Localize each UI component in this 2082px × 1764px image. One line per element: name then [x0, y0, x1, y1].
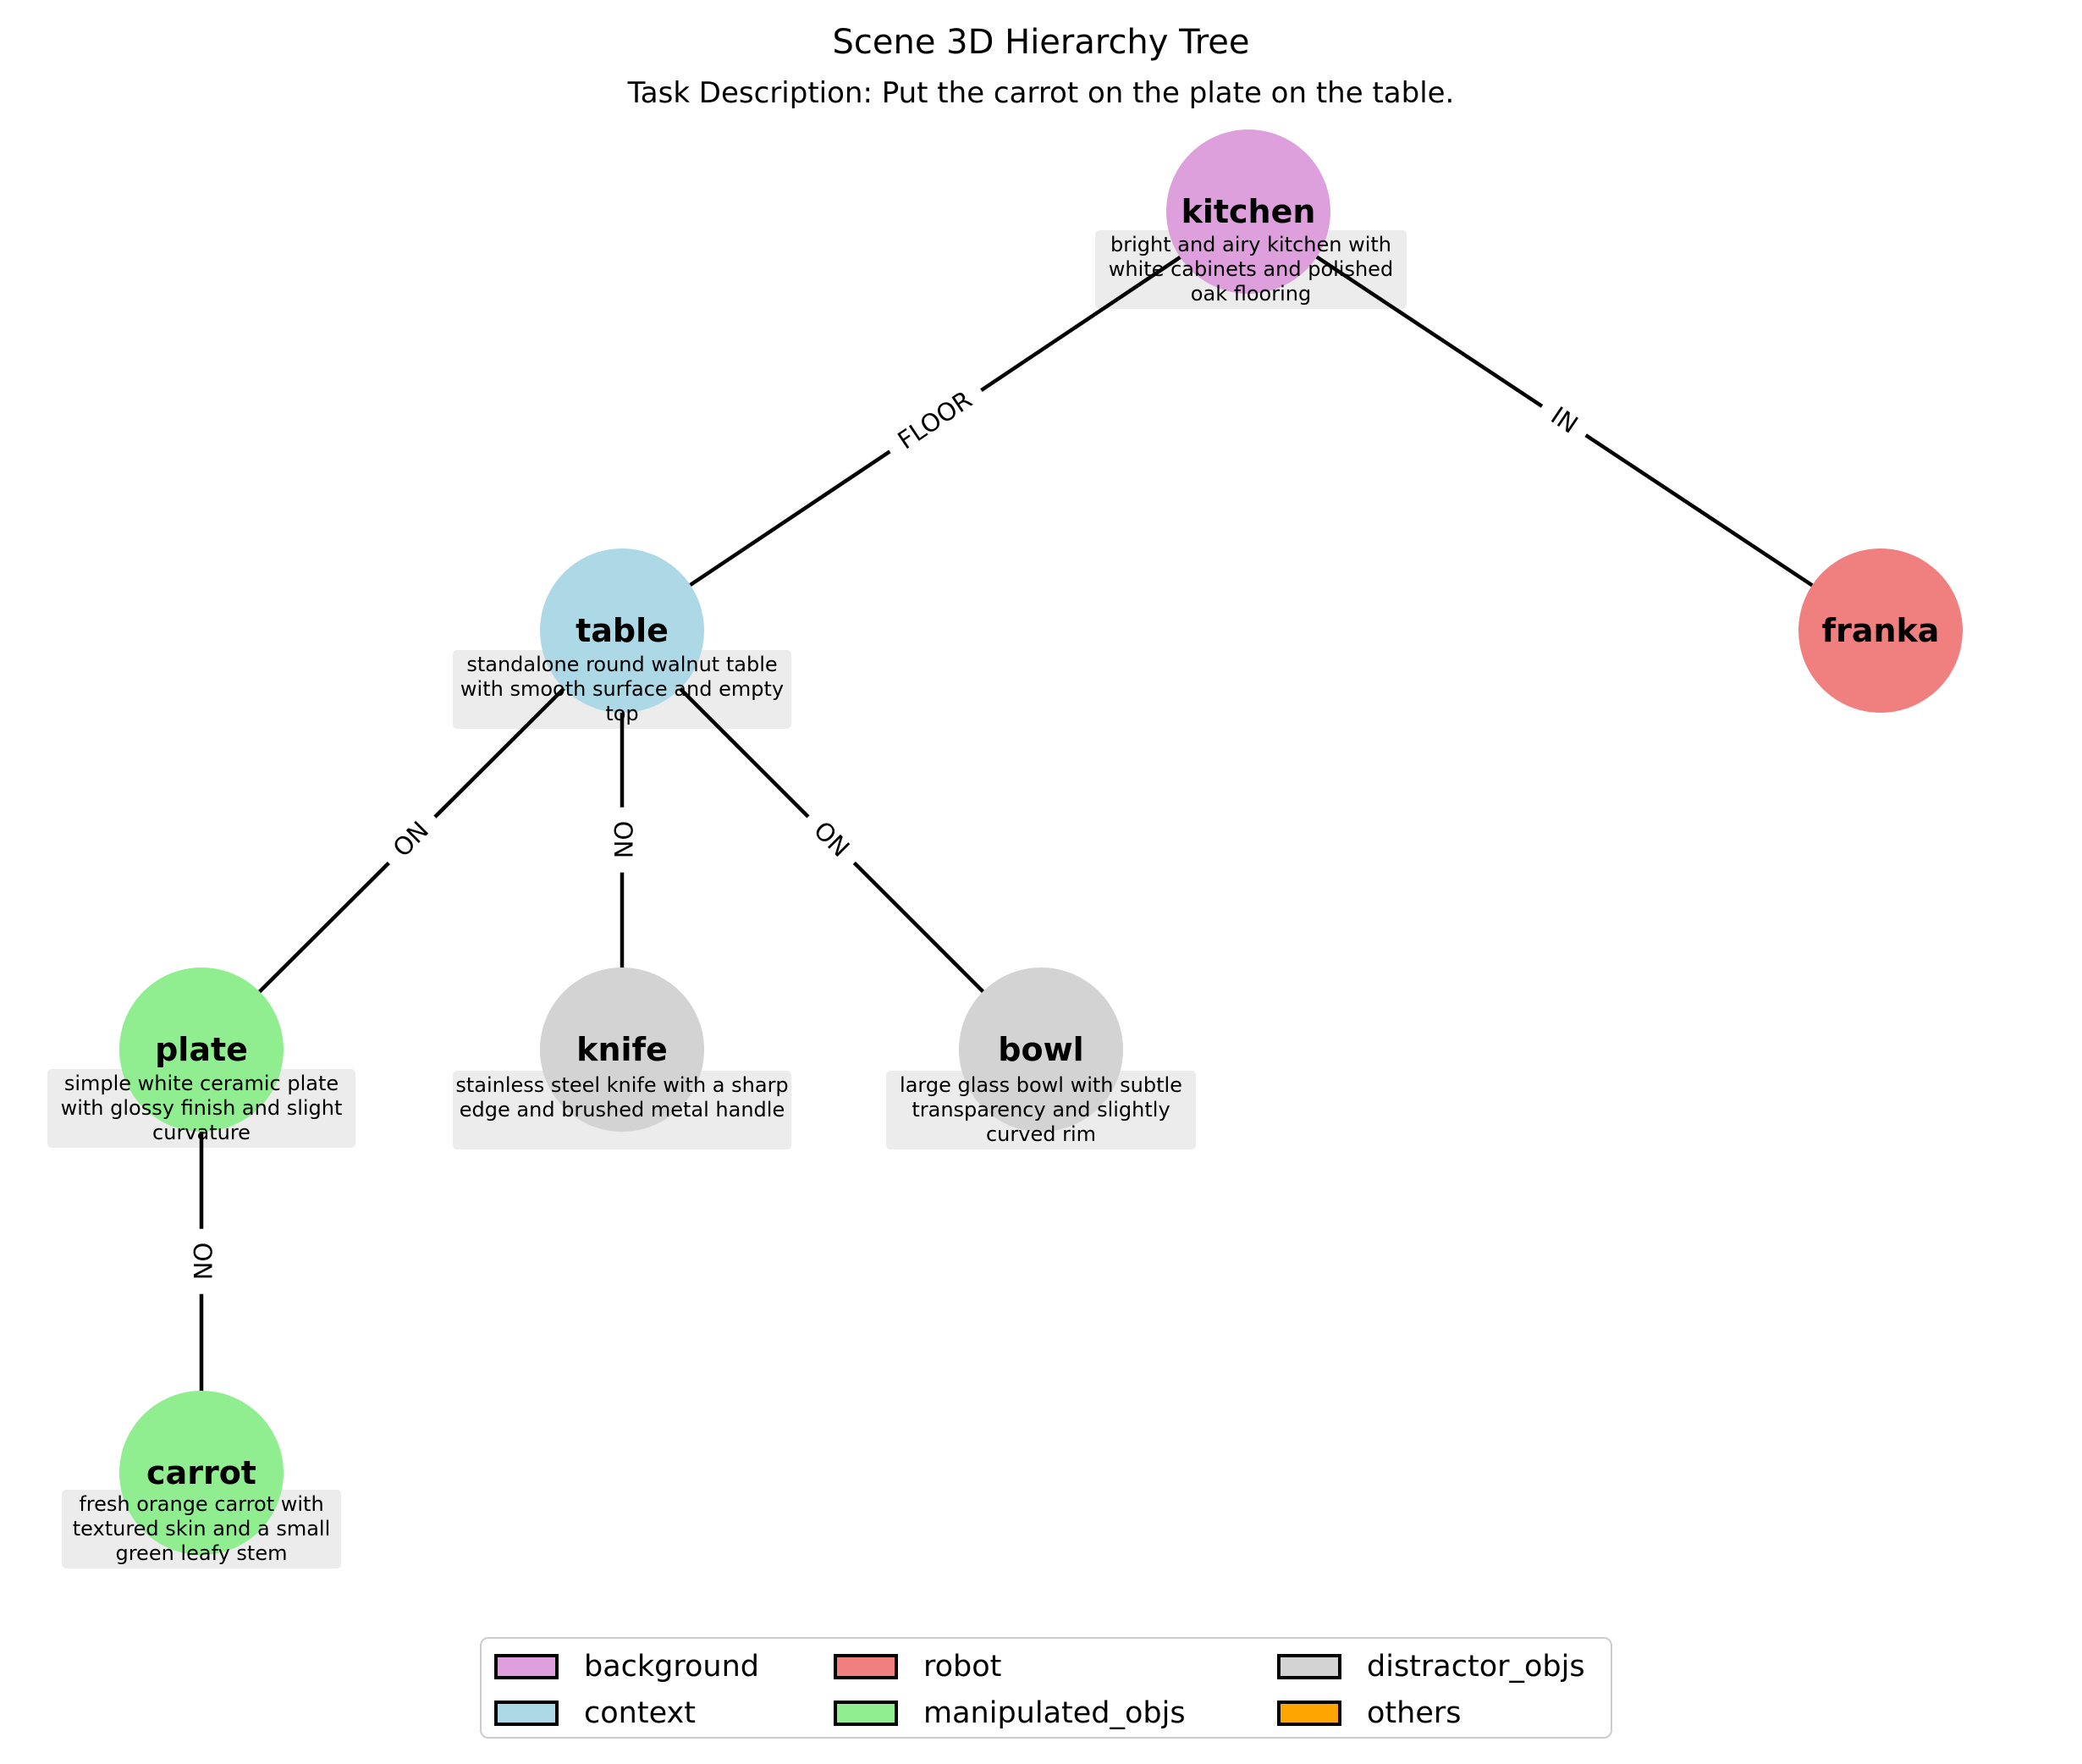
- legend-item-background: background: [494, 1650, 759, 1684]
- node-bowl: [959, 967, 1123, 1132]
- node-plate: [119, 967, 284, 1132]
- legend-item-distractor-objs: distractor_objs: [1277, 1650, 1585, 1684]
- node-desc-bowl: large glass bowl with subtle transparenc…: [900, 1073, 1182, 1146]
- legend-label-manipulated-objs: manipulated_objs: [923, 1695, 1186, 1730]
- legend-swatch-robot: [834, 1654, 898, 1679]
- legend: background robot distractor_objs context…: [480, 1637, 1612, 1739]
- node-label-plate: plate: [155, 1031, 248, 1068]
- page-title: Scene 3D Hierarchy Tree: [832, 23, 1250, 62]
- legend-swatch-others: [1277, 1701, 1341, 1726]
- node-carrot: [119, 1391, 284, 1555]
- node-label-bowl: bowl: [998, 1031, 1084, 1068]
- node-label-knife: knife: [576, 1031, 668, 1068]
- edge-label-on-knife: ON: [606, 807, 638, 873]
- legend-swatch-background: [494, 1654, 559, 1679]
- node-kitchen: [1166, 130, 1330, 294]
- legend-item-context: context: [494, 1696, 696, 1730]
- node-desc-carrot: fresh orange carrot with textured skin a…: [72, 1492, 331, 1565]
- legend-label-background: background: [584, 1649, 760, 1684]
- legend-label-others: others: [1367, 1695, 1462, 1730]
- legend-item-others: others: [1277, 1696, 1461, 1730]
- legend-label-context: context: [584, 1695, 696, 1730]
- node-table: [540, 548, 704, 713]
- node-franka: [1798, 548, 1963, 713]
- node-desc-kitchen: bright and airy kitchen with white cabin…: [1108, 233, 1394, 306]
- node-desc-table: standalone round walnut table with smoot…: [460, 653, 785, 725]
- edge-label-on-carrot: ON: [185, 1228, 218, 1294]
- node-desc-plate: simple white ceramic plate with glossy f…: [60, 1072, 343, 1144]
- node-label-franka: franka: [1821, 612, 1940, 649]
- legend-swatch-context: [494, 1701, 559, 1726]
- legend-label-distractor-objs: distractor_objs: [1367, 1649, 1585, 1684]
- node-label-table: table: [576, 612, 669, 649]
- legend-swatch-manipulated-objs: [834, 1701, 898, 1726]
- legend-label-robot: robot: [923, 1649, 1002, 1684]
- node-knife: [540, 967, 704, 1132]
- legend-item-robot: robot: [834, 1650, 1001, 1684]
- node-desc-knife: stainless steel knife with a sharp edge …: [455, 1073, 789, 1122]
- legend-item-manipulated-objs: manipulated_objs: [834, 1696, 1186, 1730]
- node-label-kitchen: kitchen: [1181, 193, 1316, 230]
- legend-swatch-distractor-objs: [1277, 1654, 1341, 1679]
- node-label-carrot: carrot: [146, 1454, 256, 1491]
- task-description: Task Description: Put the carrot on the …: [627, 76, 1455, 110]
